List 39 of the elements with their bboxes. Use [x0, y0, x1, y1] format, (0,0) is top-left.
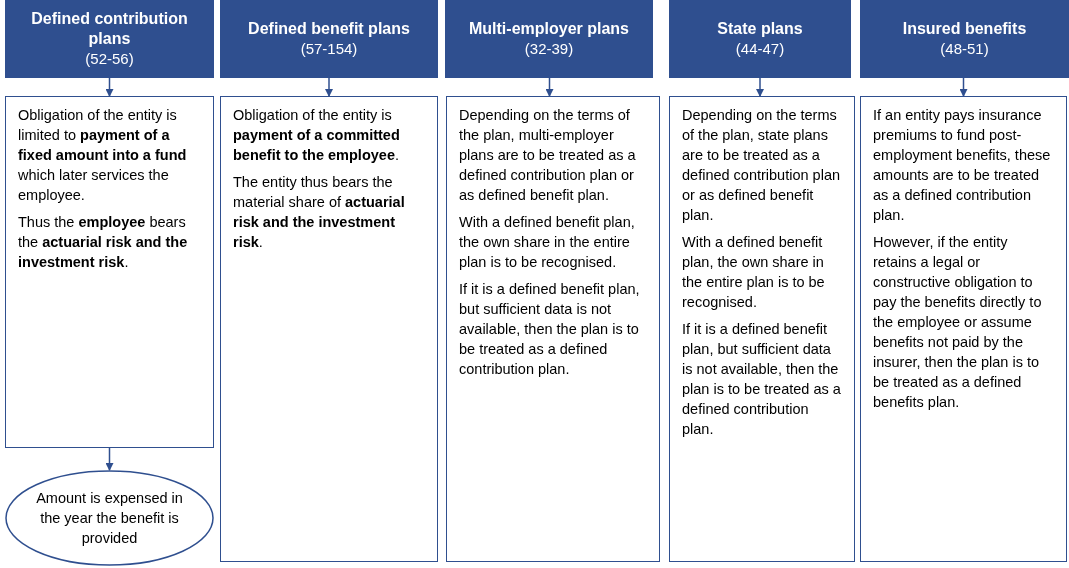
heading-text: Insured benefits [901, 19, 1028, 39]
description-text: Obligation of the entity is payment of a committed benefit to the employee. [233, 106, 401, 165]
description-box [669, 96, 855, 562]
heading-banner [860, 0, 1069, 78]
arrow [756, 77, 764, 97]
description-text: If it is a defined benefit plan, but sufficient data is not available, then the plan is to be treated as a defined contribution plan. [682, 320, 842, 439]
description-text: Thus the employee bears the actuarial risk and the investment risk. [18, 213, 189, 272]
description-box [860, 96, 1067, 562]
description-text: Obligation of the entity is limited to payment of a fixed amount into a fund which later services the employee. [18, 106, 188, 205]
description-text: The entity thus bears the material share of actuarial risk and the investment risk. [233, 173, 406, 252]
heading-text: Multi-employer plans [468, 19, 630, 39]
heading-text: Defined contribution plans [30, 9, 189, 49]
heading-text: Defined benefit plans [247, 19, 411, 39]
heading-banner [445, 0, 653, 78]
section-number: (32-39) [523, 39, 575, 59]
section-number: (52-56) [84, 49, 135, 69]
description-text: With a defined benefit plan, the own share in the entire plan is to be recognised. [682, 233, 826, 312]
description-text: If an entity pays insurance premiums to fund post-employment benefits, these amounts are to be treated as a defined contribution plan. [873, 106, 1052, 225]
arrow [325, 77, 333, 97]
arrow [105, 77, 114, 97]
arrow [105, 447, 114, 471]
section-number: (48-51) [939, 39, 990, 59]
arrow [545, 77, 554, 97]
description-text: Depending on the terms of the plan, multi-employer plans are to be treated as a defined contribution plan or as defined benefit plan. [459, 106, 637, 205]
heading-banner [669, 0, 851, 78]
heading-banner [5, 0, 214, 78]
description-text: If it is a defined benefit plan, but sufficient data is not available, then the plan is to be treated as a defined contribution plan. [459, 280, 641, 379]
section-number: (57-154) [299, 39, 359, 59]
outcome-text: Amount is expensed in the year the benefit is provided [35, 489, 184, 548]
heading-banner [220, 0, 438, 78]
description-text: With a defined benefit plan, the own share in the entire plan is to be recognised. [459, 213, 636, 272]
description-box [5, 96, 214, 448]
section-number: (44-47) [734, 39, 786, 59]
heading-text: State plans [716, 19, 804, 39]
description-text: Depending on the terms of the plan, state plans are to be treated as a defined contribution plan or as defined benefit plan. [682, 106, 841, 225]
description-box [446, 96, 660, 562]
arrow [959, 77, 968, 97]
description-text: However, if the entity retains a legal or constructive obligation to pay the benefits directly to the employee or assume benefits not paid by the insurer, then the plan is to be treated as a defined benefits plan. [873, 233, 1043, 412]
description-box [220, 96, 438, 562]
